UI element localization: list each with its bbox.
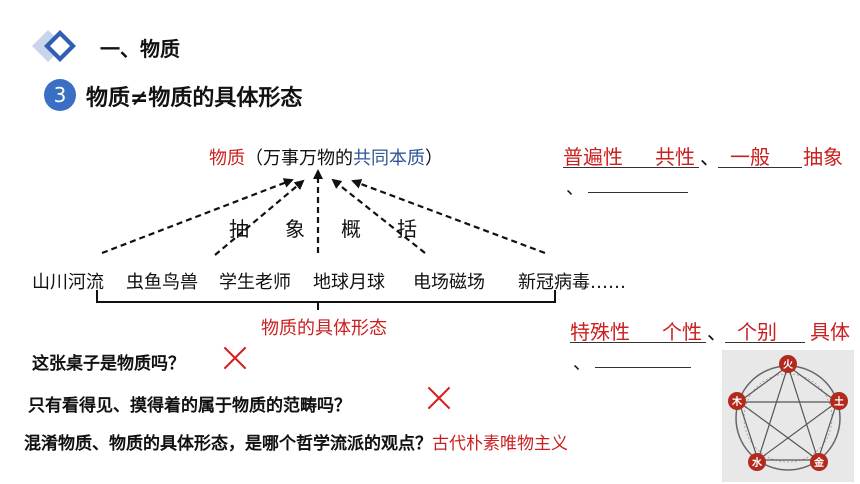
top-concept-essence: 共同本质: [353, 148, 425, 169]
right-mid-line-2: [725, 342, 805, 343]
right-top-b: 共性: [655, 145, 695, 169]
right-mid-line-3: [595, 367, 691, 368]
top-concept-word: 物质: [209, 148, 245, 169]
arrow-5: [351, 179, 546, 255]
example-4: 地球月球: [313, 272, 385, 293]
right-mid-c: 个别: [737, 320, 777, 344]
example-2: 虫鱼鸟兽: [126, 272, 198, 293]
top-concept-paren-open: （万事万物的: [245, 148, 353, 169]
point-number-badge: 3: [44, 79, 76, 111]
question-1: 这张桌子是物质吗？: [32, 354, 185, 374]
diamond-bullet-icon: [32, 30, 76, 62]
right-top-line-2: [718, 167, 802, 168]
wuxing-earth: 土: [834, 395, 844, 408]
question-2: 只有看得见、摸得着的属于物质的范畴吗？: [28, 396, 351, 416]
right-mid-sep2: 、: [573, 353, 591, 374]
example-3: 学生老师: [219, 272, 291, 293]
wrong-mark-icon: [426, 386, 450, 410]
point-heading: 物质≠物质的具体形态: [86, 86, 303, 111]
abstraction-char-3: 概: [341, 217, 361, 241]
question-3-answer: 古代朴素唯物主义: [432, 434, 568, 454]
right-top-c: 一般: [730, 145, 770, 169]
right-mid-d: 具体: [810, 320, 850, 344]
arrow-2: [214, 179, 305, 256]
right-top-line-1: [563, 167, 699, 168]
bottom-bracket: [96, 290, 556, 303]
example-6: 新冠病毒……: [518, 272, 626, 293]
wuxing-metal: 金: [813, 456, 825, 469]
top-concept: 物质（万事万物的共同本质）: [209, 144, 443, 170]
example-1: 山川河流: [32, 272, 104, 293]
right-top-line-3: [588, 192, 688, 193]
right-mid-a: 特殊性: [570, 320, 630, 344]
point-number: 3: [53, 83, 67, 107]
right-top-a: 普遍性: [563, 145, 623, 169]
abstraction-char-4: 括: [397, 217, 417, 241]
right-mid-sep1: 、: [707, 320, 727, 344]
right-top-d: 抽象: [803, 145, 843, 169]
question-3: 混淆物质、物质的具体形态，是哪个哲学流派的观点？古代朴素唯物主义: [24, 429, 568, 454]
abstraction-char-1: 抽: [229, 217, 249, 241]
right-top-sep2: 、: [566, 178, 584, 199]
wuxing-wood: 木: [731, 395, 743, 408]
right-mid-b: 个性: [662, 320, 702, 344]
bracket-label: 物质的具体形态: [261, 318, 387, 339]
right-top-sep1: 、: [700, 145, 720, 169]
top-concept-paren-close: ）: [425, 148, 443, 169]
question-3-text: 混淆物质、物质的具体形态，是哪个哲学流派的观点？: [24, 434, 432, 454]
wuxing-fire: 火: [783, 359, 794, 371]
wuxing-water: 水: [751, 456, 763, 469]
abstraction-char-2: 象: [285, 217, 305, 241]
wuxing-diagram: 火 土 金 水 木: [722, 350, 854, 482]
wrong-mark-icon: [222, 346, 246, 370]
example-5: 电场磁场: [413, 272, 485, 293]
section-title: 一、物质: [100, 37, 180, 61]
right-mid-line-1: [570, 342, 706, 343]
arrow-1: [101, 178, 294, 255]
